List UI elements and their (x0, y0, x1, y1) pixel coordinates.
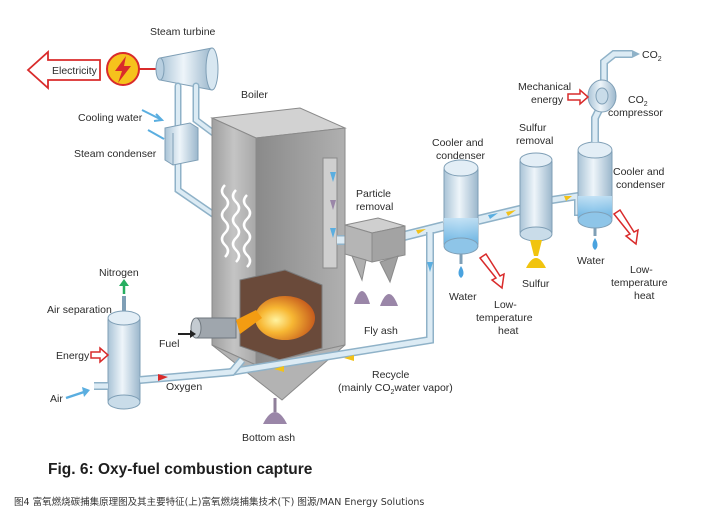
heat-exchanger-coil (220, 184, 252, 268)
figure-caption: 图4 富氧燃烧碳捕集原理图及其主要特征(上)富氧燃烧捕集技术(下) 图源/MAN… (14, 497, 425, 508)
fuel-label: Fuel (159, 338, 179, 350)
flame-icon (255, 296, 315, 340)
arrow-icon (506, 210, 516, 216)
mechanical-energy-label-1: Mechanical (518, 81, 571, 93)
sulfur-removal-label-1: Sulfur (519, 122, 547, 134)
arrow-icon (330, 200, 336, 210)
fuel-arrow-icon (178, 330, 196, 338)
lightning-icon (106, 52, 140, 86)
low-temp-heat-2-arrow-icon (612, 208, 639, 246)
arrow-icon (416, 229, 426, 234)
water-2-label: Water (577, 255, 605, 267)
mechanical-energy-arrow-icon (567, 88, 590, 106)
steam-turbine-label: Steam turbine (150, 26, 216, 38)
cooling-water-label: Cooling water (78, 112, 143, 124)
nitrogen-arrow-icon (119, 279, 129, 294)
cooler-condenser-2-label-1: Cooler and (613, 166, 665, 178)
low-temp-heat-2-label-3: heat (634, 290, 655, 302)
co2-compressor (587, 79, 617, 113)
steam-turbine (155, 47, 219, 91)
arrow-icon (564, 196, 572, 201)
recycle-label: Recycle (372, 369, 410, 381)
fly-ash-label: Fly ash (364, 325, 398, 337)
steam-condenser-label: Steam condenser (74, 148, 157, 160)
bottom-ash-icon (263, 398, 287, 424)
energy-label: Energy (56, 350, 90, 362)
arrow-icon (158, 374, 168, 381)
recycle-sub-label: (mainly CO2water vapor) (338, 382, 453, 396)
air-label: Air (50, 393, 63, 405)
cooler-condenser-1 (443, 159, 479, 264)
particle-removal-label-2: removal (356, 201, 393, 213)
cooler-condenser-2-label-2: condenser (616, 179, 666, 191)
sulfur-removal-label-2: removal (516, 135, 553, 147)
cooler-condenser-2 (577, 141, 613, 236)
arrow-icon (330, 228, 336, 238)
oxygen-pipe (139, 357, 246, 384)
cooler-condenser-1-label-2: condenser (436, 150, 486, 162)
arrow-icon (427, 262, 433, 272)
flow-arrows (158, 172, 572, 381)
energy-arrow-icon (90, 346, 110, 364)
low-temp-heat-1-label-2: temperature (476, 312, 533, 324)
bottom-ash-label: Bottom ash (242, 432, 295, 444)
cooler-condenser-1-label-1: Cooler and (432, 137, 484, 149)
electricity-arrow-icon (26, 49, 101, 91)
co2-outlet-arrow-icon (632, 50, 640, 58)
steam-condenser (164, 122, 199, 166)
low-temp-heat-1-arrow-icon (478, 252, 505, 290)
figure-title: Fig. 6: Oxy-fuel combustion capture (48, 461, 313, 478)
low-temp-heat-2-label-2: temperature (611, 277, 668, 289)
arrow-icon (344, 355, 354, 361)
nitrogen-label: Nitrogen (99, 267, 139, 279)
sulfur-label: Sulfur (522, 278, 550, 290)
low-temp-heat-1-label-1: Low- (494, 299, 517, 311)
electricity-label: Electricity (52, 65, 98, 77)
arrow-icon (488, 213, 498, 219)
air-separation-label: Air separation (47, 304, 112, 316)
arrow-icon (330, 172, 336, 182)
cooling-water-arrow-icon (141, 109, 165, 140)
fly-ash-icon (354, 291, 398, 306)
sulfur-removal-unit (519, 152, 553, 268)
boiler-label: Boiler (241, 89, 268, 101)
co2-compressor-label-1: CO2 (628, 94, 648, 108)
particle-removal-label-1: Particle (356, 188, 391, 200)
oxygen-label: Oxygen (166, 381, 202, 393)
water-1-label: Water (449, 291, 477, 303)
co2-outlet-label: CO2 (642, 49, 662, 63)
water-drop-icon (592, 238, 598, 250)
co2-compressor-label-2: compressor (608, 107, 663, 119)
water-drop-icon (458, 266, 464, 278)
particle-removal-unit (344, 217, 406, 284)
arrow-icon (274, 366, 284, 372)
low-temp-heat-2-label-1: Low- (630, 264, 653, 276)
air-separation-unit (107, 296, 141, 410)
mechanical-energy-label-2: energy (531, 94, 564, 106)
air-arrow-icon (65, 387, 90, 400)
low-temp-heat-1-label-3: heat (498, 325, 519, 337)
boiler (210, 107, 347, 401)
